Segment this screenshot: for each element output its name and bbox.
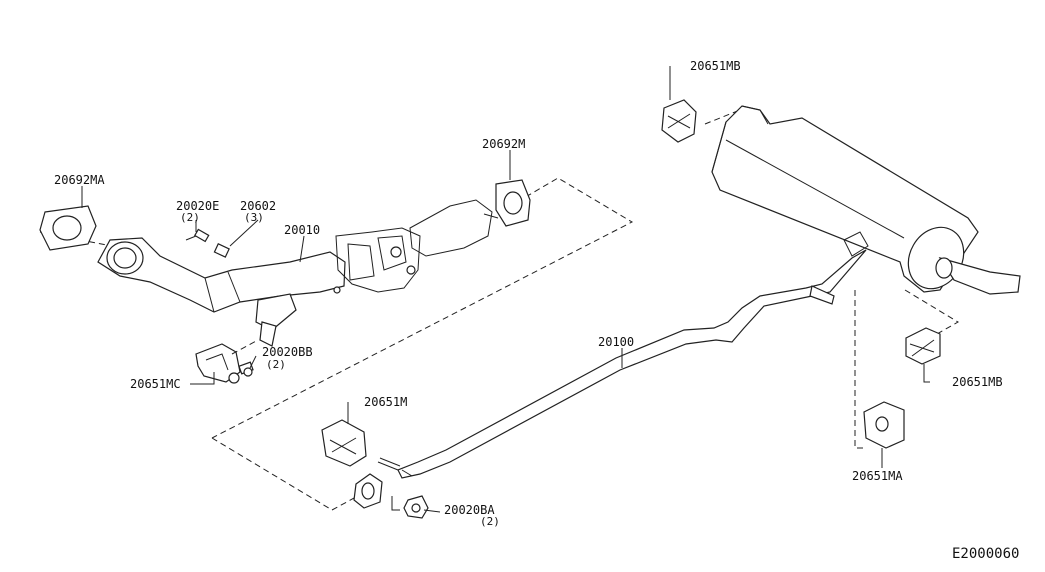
nut-20020BA	[391, 495, 429, 519]
bolt-20020E	[185, 228, 210, 243]
gasket-20692MA	[39, 205, 97, 251]
label-20692MA: 20692MA	[54, 173, 105, 187]
mount-bracket-20651MC	[195, 343, 241, 384]
label-20602: 20602	[240, 199, 276, 213]
label-20602-qty: (3)	[244, 211, 264, 224]
clip-20602	[213, 243, 230, 258]
rear-flange-gasket	[353, 473, 383, 509]
rear-assembly-dashed-outline	[704, 109, 959, 449]
label-20651MB-top: 20651MB	[690, 59, 741, 73]
leader-lines	[81, 66, 930, 513]
rubber-mount-20651MA	[863, 401, 905, 449]
label-20651MC: 20651MC	[130, 377, 181, 391]
label-20020BA: 20020BA	[444, 503, 495, 517]
rubber-mount-20651MB-right	[905, 327, 941, 365]
label-20020BA-qty: (2)	[480, 515, 500, 528]
rubber-mount-20651MB-top	[661, 99, 697, 143]
bolt-20020BB-guide	[231, 339, 259, 355]
gasket-20692M	[495, 179, 531, 227]
center-pipe-20100	[397, 249, 867, 479]
front-tube-20010	[97, 199, 499, 347]
label-20020BB-qty: (2)	[266, 358, 286, 371]
label-20010: 20010	[284, 223, 320, 237]
label-20651MB-right: 20651MB	[952, 375, 1003, 389]
label-20020E: 20020E	[176, 199, 219, 213]
muffler-assembly	[711, 105, 1021, 295]
rubber-mount-20651M	[321, 419, 367, 467]
stud-bolt	[377, 457, 401, 471]
label-20651MA: 20651MA	[852, 469, 903, 483]
diagram-reference-code: E2000060	[952, 546, 1019, 562]
label-20020E-qty: (2)	[180, 211, 200, 224]
label-20020BB: 20020BB	[262, 345, 313, 359]
bolt-20020BB	[238, 361, 254, 377]
label-20651M: 20651M	[364, 395, 407, 409]
label-20100: 20100	[598, 335, 634, 349]
label-20692M: 20692M	[482, 137, 525, 151]
